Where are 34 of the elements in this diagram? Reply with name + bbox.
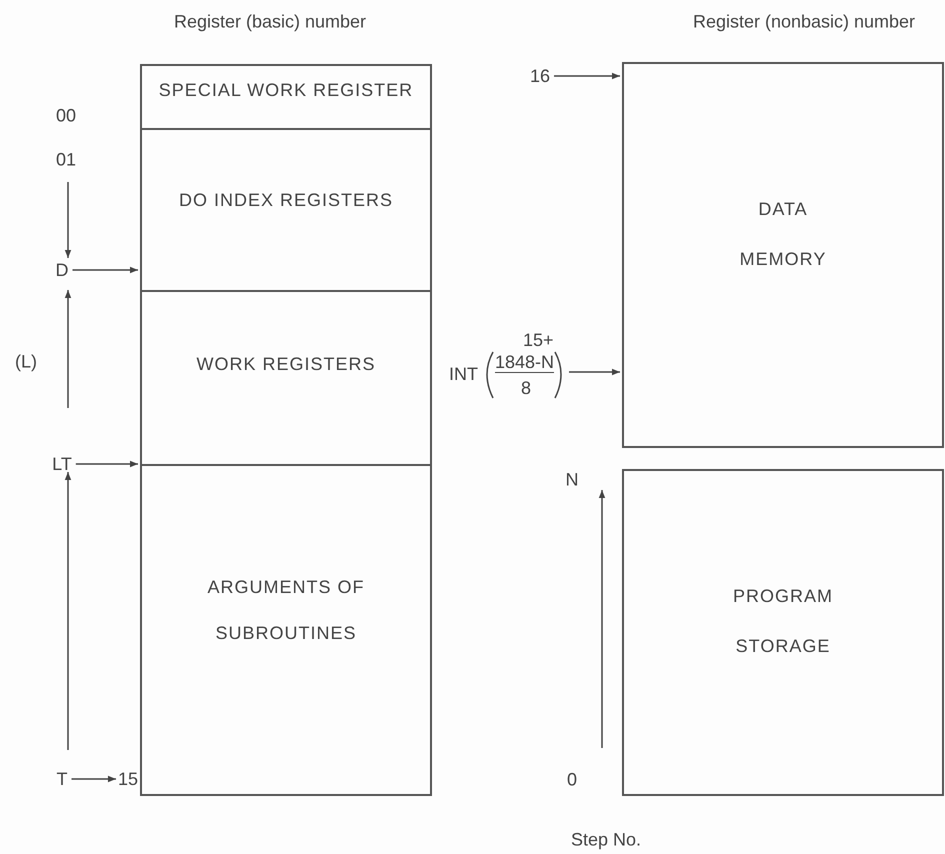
column-heading: Register (nonbasic) number xyxy=(692,12,916,32)
formula-term: 8 xyxy=(521,378,532,398)
arrow xyxy=(72,776,116,782)
region-label: ARGUMENTS OF SUBROUTINES xyxy=(206,576,366,645)
arrow xyxy=(72,266,138,274)
register-label: 16 xyxy=(530,66,550,86)
register-number: 01 xyxy=(56,150,76,170)
formula-term: 1848-N xyxy=(495,352,554,373)
column-heading: Register (basic) number xyxy=(174,12,366,32)
arrow xyxy=(76,460,138,468)
region-label: PROGRAM STORAGE xyxy=(733,585,833,658)
register-number: (L) xyxy=(15,352,37,372)
memory-region xyxy=(622,469,944,796)
register-label: LT xyxy=(52,454,72,474)
register-label: T xyxy=(56,769,68,789)
register-number: 0 xyxy=(567,770,577,790)
formula-term: 15+ xyxy=(523,330,554,350)
axis-caption: Step No. xyxy=(570,830,642,850)
register-number: N xyxy=(566,470,578,490)
memory-region xyxy=(140,464,432,796)
memory-region xyxy=(140,290,432,466)
region-label: DATA MEMORY xyxy=(738,198,828,271)
formula-term: INT xyxy=(449,364,478,384)
arrow xyxy=(554,72,620,80)
register-label: D xyxy=(56,260,68,280)
memory-region xyxy=(140,128,432,292)
register-label: 15 xyxy=(118,769,138,789)
arrow xyxy=(569,368,620,376)
region-label: DO INDEX REGISTERS xyxy=(178,189,394,212)
region-label: SPECIAL WORK REGISTER xyxy=(158,79,414,102)
memory-region xyxy=(140,64,432,130)
register-number: 00 xyxy=(56,106,76,126)
memory-region xyxy=(622,62,944,448)
region-label: WORK REGISTERS xyxy=(195,353,376,376)
